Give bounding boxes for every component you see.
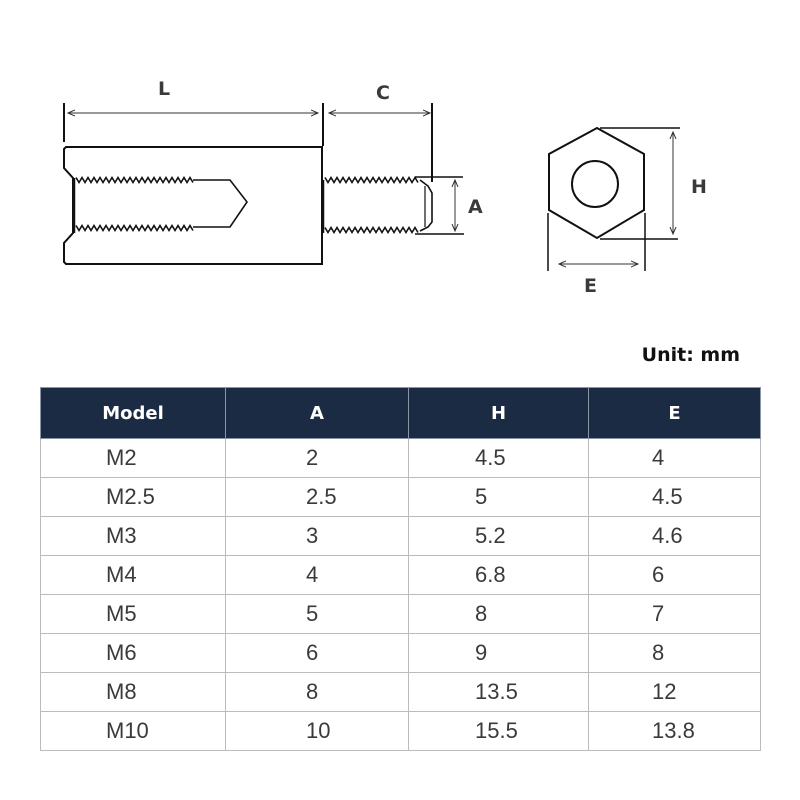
end-view [547, 126, 680, 271]
cell-h: 9 [408, 633, 589, 673]
cell-a: 10 [225, 711, 409, 751]
internal-thread-top [75, 175, 194, 185]
header-a: A [225, 387, 409, 439]
header-e: E [588, 387, 761, 439]
cell-model: M2.5 [40, 477, 226, 517]
cell-a: 8 [225, 672, 409, 712]
cell-h: 8 [408, 594, 589, 634]
standoff-technical-drawing: L C A H E [63, 78, 707, 297]
label-h: H [691, 176, 707, 198]
cell-h: 15.5 [408, 711, 589, 751]
cell-a: 5 [225, 594, 409, 634]
hex-outline [548, 126, 645, 240]
cell-e: 4.6 [588, 516, 761, 556]
internal-thread-bottom [75, 223, 194, 233]
cell-e: 12 [588, 672, 761, 712]
drill-point [193, 179, 248, 228]
cell-e: 6 [588, 555, 761, 595]
label-a: A [468, 196, 483, 218]
unit-label: Unit: mm [641, 344, 740, 366]
cell-h: 6.8 [408, 555, 589, 595]
cell-e: 8 [588, 633, 761, 673]
external-thread-top [324, 175, 419, 185]
cell-e: 4.5 [588, 477, 761, 517]
label-c: C [376, 82, 390, 104]
cell-model: M4 [40, 555, 226, 595]
bore-hole [571, 160, 619, 208]
cell-h: 13.5 [408, 672, 589, 712]
cell-model: M3 [40, 516, 226, 556]
header-model: Model [40, 387, 226, 439]
cell-model: M5 [40, 594, 226, 634]
cell-a: 6 [225, 633, 409, 673]
cell-e: 13.8 [588, 711, 761, 751]
table-header-row: Model A H E [40, 387, 761, 439]
header-h: H [408, 387, 589, 439]
side-view [63, 103, 464, 265]
cell-h: 4.5 [408, 438, 589, 478]
cell-a: 3 [225, 516, 409, 556]
label-l: L [158, 78, 170, 100]
external-thread-bottom [324, 225, 419, 235]
cell-a: 2.5 [225, 477, 409, 517]
cell-h: 5 [408, 477, 589, 517]
cell-model: M10 [40, 711, 226, 751]
cell-model: M8 [40, 672, 226, 712]
stud-chamfer-end [419, 179, 433, 232]
cell-e: 4 [588, 438, 761, 478]
cell-model: M6 [40, 633, 226, 673]
label-e: E [584, 275, 597, 297]
cell-h: 5.2 [408, 516, 589, 556]
cell-e: 7 [588, 594, 761, 634]
standoff-body [63, 146, 323, 265]
cell-a: 4 [225, 555, 409, 595]
cell-model: M2 [40, 438, 226, 478]
cell-a: 2 [225, 438, 409, 478]
